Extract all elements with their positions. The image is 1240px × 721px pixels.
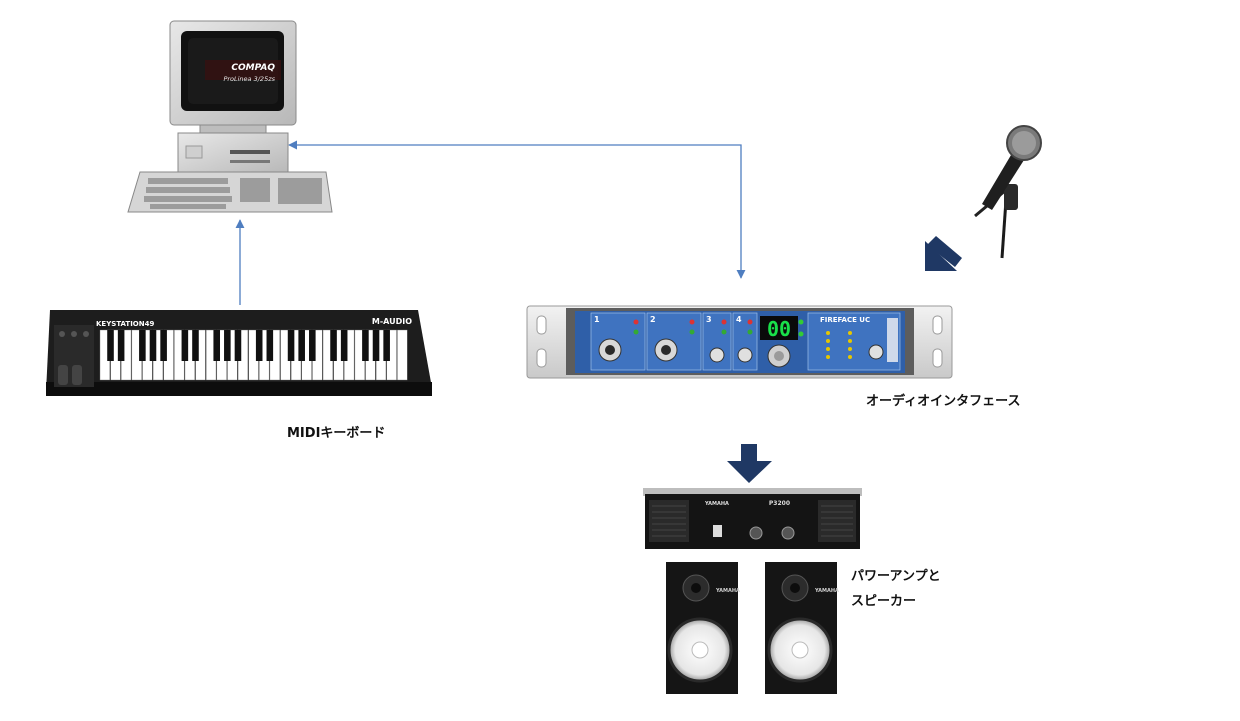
black-key [330, 330, 337, 361]
interface-display-text: 00 [767, 317, 791, 341]
interface-model-text: FIREFACE UC [820, 316, 870, 324]
amp-brand-text: YAMAHA [704, 501, 729, 507]
black-key [213, 330, 221, 361]
black-key [383, 330, 390, 361]
amp-speakers-label-line2: スピーカー [851, 594, 917, 609]
connector-interface-to-computer [288, 140, 746, 279]
black-key [266, 330, 274, 361]
keyboard-white-keys [99, 329, 408, 381]
keyboard-brand-text: M-AUDIO [372, 317, 412, 326]
computer-model-text: ProLinea 3/25zs [223, 75, 275, 83]
black-key [234, 330, 242, 361]
computer-image: COMPAQ ProLinea 3/25zs [127, 20, 333, 213]
svg-text:4: 4 [736, 315, 742, 324]
flow-arrow-mic-to-interface [925, 236, 962, 271]
audio-interface-label: オーディオインタフェース [866, 394, 1021, 409]
amp-model-text: P3200 [769, 500, 790, 507]
midi-keyboard-image: KEYSTATION49 M-AUDIO [46, 310, 432, 396]
speaker-right-image: YAMAHA [765, 562, 839, 694]
speaker-right-brand-text: YAMAHA [814, 588, 839, 594]
audio-interface-image: 1 2 3 4 00 FIREFACE UC [526, 305, 953, 379]
black-key [139, 330, 146, 361]
black-key [107, 330, 114, 361]
black-key [181, 330, 189, 361]
black-key [192, 330, 199, 361]
black-key [287, 330, 295, 361]
black-key [117, 330, 125, 361]
white-key [397, 329, 408, 381]
svg-text:2: 2 [650, 315, 656, 324]
keyboard-model-text: KEYSTATION49 [96, 320, 154, 328]
black-key [372, 330, 380, 361]
black-key [255, 330, 263, 361]
speaker-left-brand-text: YAMAHA [715, 588, 740, 594]
flow-arrow-interface-to-amp [727, 444, 772, 483]
black-key [149, 330, 157, 361]
black-key [362, 330, 369, 361]
black-key [298, 330, 305, 361]
black-key [224, 330, 231, 361]
microphone-image [974, 125, 1042, 259]
computer-brand-text: COMPAQ [231, 63, 275, 73]
amp-speakers-label-line1: パワーアンプと [851, 569, 941, 584]
keyboard-black-keys [107, 330, 390, 361]
black-key [160, 330, 167, 361]
midi-keyboard-label: MIDIキーボード [287, 426, 386, 441]
black-key [309, 330, 316, 361]
speaker-left-image: YAMAHA [666, 562, 740, 694]
power-amp-image: YAMAHA P3200 [643, 488, 862, 549]
black-key [340, 330, 348, 361]
svg-text:3: 3 [706, 315, 712, 324]
svg-text:1: 1 [594, 315, 600, 324]
